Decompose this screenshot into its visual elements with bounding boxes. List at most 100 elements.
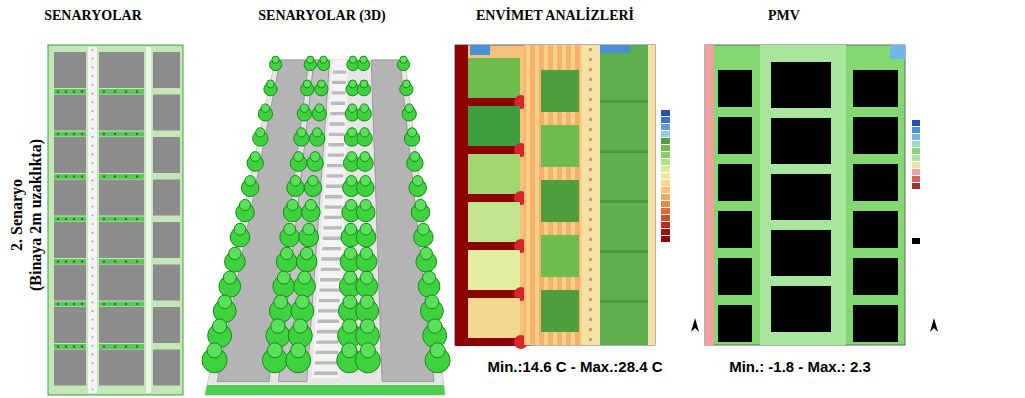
tree xyxy=(274,295,288,309)
building-temp xyxy=(468,250,520,290)
building-block xyxy=(54,222,86,258)
path-dot xyxy=(92,284,94,286)
building-mask xyxy=(771,230,831,276)
legend-swatch xyxy=(912,169,920,175)
path-dot xyxy=(589,278,592,281)
path-dot xyxy=(92,241,94,243)
path-dot xyxy=(92,258,94,260)
tree xyxy=(261,104,270,113)
tree-dot xyxy=(65,260,67,262)
building-mask xyxy=(853,258,898,295)
tree-row xyxy=(54,344,86,349)
tree-dot xyxy=(57,260,59,262)
tree xyxy=(308,176,318,186)
path-line xyxy=(330,122,345,125)
tree xyxy=(320,56,327,63)
tree xyxy=(296,295,310,309)
building-block xyxy=(153,52,180,88)
tree-dot xyxy=(73,303,75,305)
tree xyxy=(293,319,307,333)
building-edge xyxy=(600,100,648,103)
tree-row xyxy=(54,302,86,307)
tree-dot xyxy=(103,218,105,220)
tree-dot xyxy=(114,90,116,92)
tree-dot xyxy=(81,345,83,347)
path-dot xyxy=(92,75,94,77)
tree-dot xyxy=(57,90,59,92)
path-dot xyxy=(92,310,94,312)
tree xyxy=(313,128,322,137)
path-dot xyxy=(589,158,592,161)
path-strip xyxy=(88,47,97,393)
tree xyxy=(287,199,298,210)
building-mask xyxy=(853,305,898,342)
legend-swatch xyxy=(661,187,670,193)
path-line xyxy=(327,164,344,167)
path-dot xyxy=(589,308,592,311)
building-edge xyxy=(600,300,648,303)
building-temp xyxy=(541,125,579,167)
path-dot xyxy=(589,318,592,321)
path-dot xyxy=(589,258,592,261)
tree-dot xyxy=(136,90,138,92)
path-line xyxy=(333,70,347,73)
path-dot xyxy=(589,88,592,91)
tree xyxy=(239,199,250,210)
temp-stripe xyxy=(526,45,530,345)
column-heading: ENVİMET ANALİZLERİ xyxy=(476,8,634,24)
building-temp xyxy=(541,290,579,332)
tree xyxy=(250,152,260,162)
path-dot xyxy=(92,328,94,330)
tree-dot xyxy=(136,345,138,347)
building-block xyxy=(54,137,86,173)
tree-dot xyxy=(136,133,138,135)
legend-swatch xyxy=(661,180,670,186)
building-block xyxy=(54,307,86,343)
tree-dot xyxy=(136,218,138,220)
tree-dot xyxy=(125,303,127,305)
building-mask xyxy=(771,174,831,220)
path-dot xyxy=(92,101,94,103)
path-dot xyxy=(92,84,94,86)
path-line xyxy=(316,351,339,354)
path-dot xyxy=(589,78,592,81)
column-heading: PMV xyxy=(768,8,800,24)
path-dot xyxy=(92,371,94,373)
path-dot xyxy=(92,110,94,112)
tree xyxy=(346,176,356,186)
building-edge xyxy=(600,200,648,203)
legend-swatch xyxy=(661,131,670,137)
street-pmv xyxy=(760,45,846,345)
legend-swatch xyxy=(661,194,670,200)
path-line xyxy=(332,81,346,84)
tree xyxy=(360,271,373,284)
path-dot xyxy=(92,301,94,303)
legend-swatch xyxy=(912,162,920,168)
tree-dot xyxy=(65,303,67,305)
tree xyxy=(303,80,311,88)
column-heading: SENARYOLAR xyxy=(44,8,142,24)
path-dot xyxy=(589,68,592,71)
path-dot xyxy=(92,388,94,390)
building-block xyxy=(99,95,144,131)
tree xyxy=(360,56,367,63)
envimet-map xyxy=(455,45,655,345)
path-dot xyxy=(589,298,592,301)
path-line xyxy=(315,361,338,364)
path-line xyxy=(324,205,342,208)
building-block xyxy=(153,180,180,216)
tree xyxy=(360,199,371,210)
path-dot xyxy=(92,119,94,121)
building-edge xyxy=(600,150,648,153)
tree xyxy=(342,319,356,333)
path-dot xyxy=(92,162,94,164)
path-line xyxy=(329,133,345,136)
legend-swatch xyxy=(661,159,670,165)
path-dot xyxy=(589,118,592,121)
legend-swatch xyxy=(661,110,670,116)
path-dot xyxy=(92,354,94,356)
tree-dot xyxy=(125,90,127,92)
tree xyxy=(290,176,300,186)
path-dot xyxy=(92,49,94,51)
tree xyxy=(412,176,422,186)
